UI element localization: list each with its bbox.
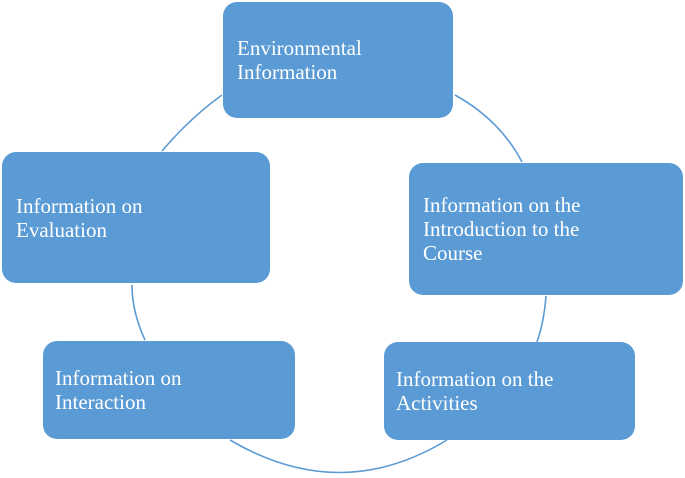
connector-arc-interaction-evaluation bbox=[131, 284, 146, 341]
connector-arc-evaluation-environmental bbox=[161, 94, 223, 152]
connector-arc-activities-interaction bbox=[229, 439, 448, 474]
connector-arc-introduction-activities bbox=[536, 295, 547, 343]
connector-arc-environmental-introduction bbox=[454, 94, 523, 163]
